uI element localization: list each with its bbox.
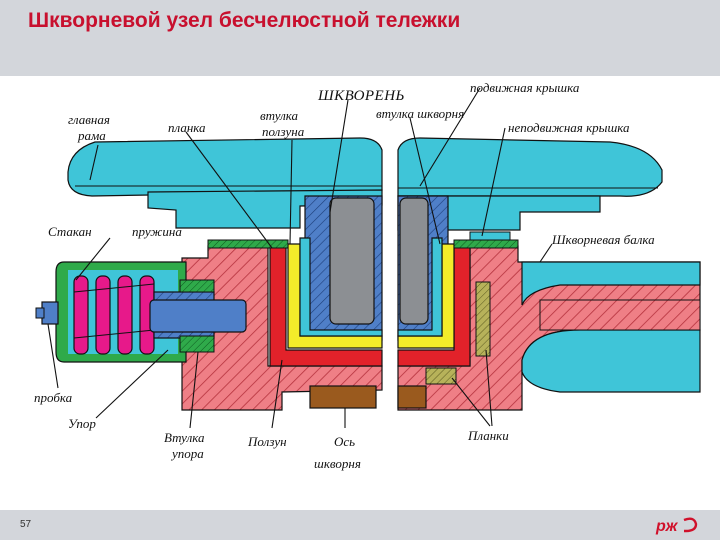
slide-title: Шкворневой узел бесчелюстной тележки [28, 9, 461, 32]
footer-bar: 57 рж [0, 510, 720, 540]
slider-cyan-right [397, 237, 443, 337]
label-kingpin-axis-1: Ось [334, 434, 355, 449]
planki-right [475, 281, 491, 357]
main-frame-left [67, 137, 383, 197]
bolster-beam-web [539, 299, 701, 331]
stop-green-ring [179, 335, 215, 353]
label-spring: пружина [132, 224, 182, 239]
stop-rod [149, 299, 247, 333]
spring [73, 275, 155, 355]
kingpin-axis-base-right [397, 385, 427, 409]
label-slider-sleeve-1: втулка [260, 108, 299, 123]
bolster-beam-right-lower [521, 329, 701, 393]
kingpin-core-right [399, 197, 429, 325]
top-plate-right [453, 239, 519, 249]
main-frame-right [397, 137, 663, 197]
header-bar: Шкворневой узел бесчелюстной тележки [0, 0, 720, 76]
label-kingpin-axis-2: шкворня [314, 456, 361, 471]
movable-cover-right [469, 231, 511, 241]
label-kingpin: ШКВОРЕНЬ [317, 88, 405, 104]
label-main-frame-2: рама [77, 128, 106, 143]
leader-lines [47, 87, 553, 429]
label-fixed-cover: неподвижная крышка [508, 120, 630, 135]
kingpin-axis-base-left [309, 385, 377, 409]
page-number: 57 [20, 519, 32, 530]
label-bolster-beam: Шкворневая балка [551, 232, 655, 247]
svg-text:рж: рж [655, 518, 679, 535]
bottom-plate-right [425, 367, 457, 385]
label-stop-sleeve-2: упора [170, 446, 204, 461]
kingpin-core-left [329, 197, 375, 325]
label-stop: Упор [68, 416, 96, 431]
label-movable-cover: подвижная крышка [470, 80, 580, 95]
label-slider: Ползун [247, 434, 287, 449]
top-plate-left [207, 239, 289, 249]
bolster-beam-right [521, 261, 701, 306]
label-kingpin-sleeve: втулка шкворня [376, 106, 464, 121]
label-main-frame-1: главная [68, 112, 110, 127]
label-cup: Стакан [48, 224, 92, 239]
stop-green-ring-top [179, 279, 215, 293]
label-plate: планка [168, 120, 206, 135]
kingpin-assembly-diagram: главная рама планка втулка ползуна ШКВОР… [34, 80, 701, 471]
rzd-logo: рж [654, 514, 700, 541]
label-stop-sleeve-1: Втулка [164, 430, 205, 445]
label-plug: пробка [34, 390, 73, 405]
label-slider-sleeve-2: ползуна [262, 124, 305, 139]
label-plates: Планки [467, 428, 509, 443]
slider-cyan-left [299, 237, 383, 337]
